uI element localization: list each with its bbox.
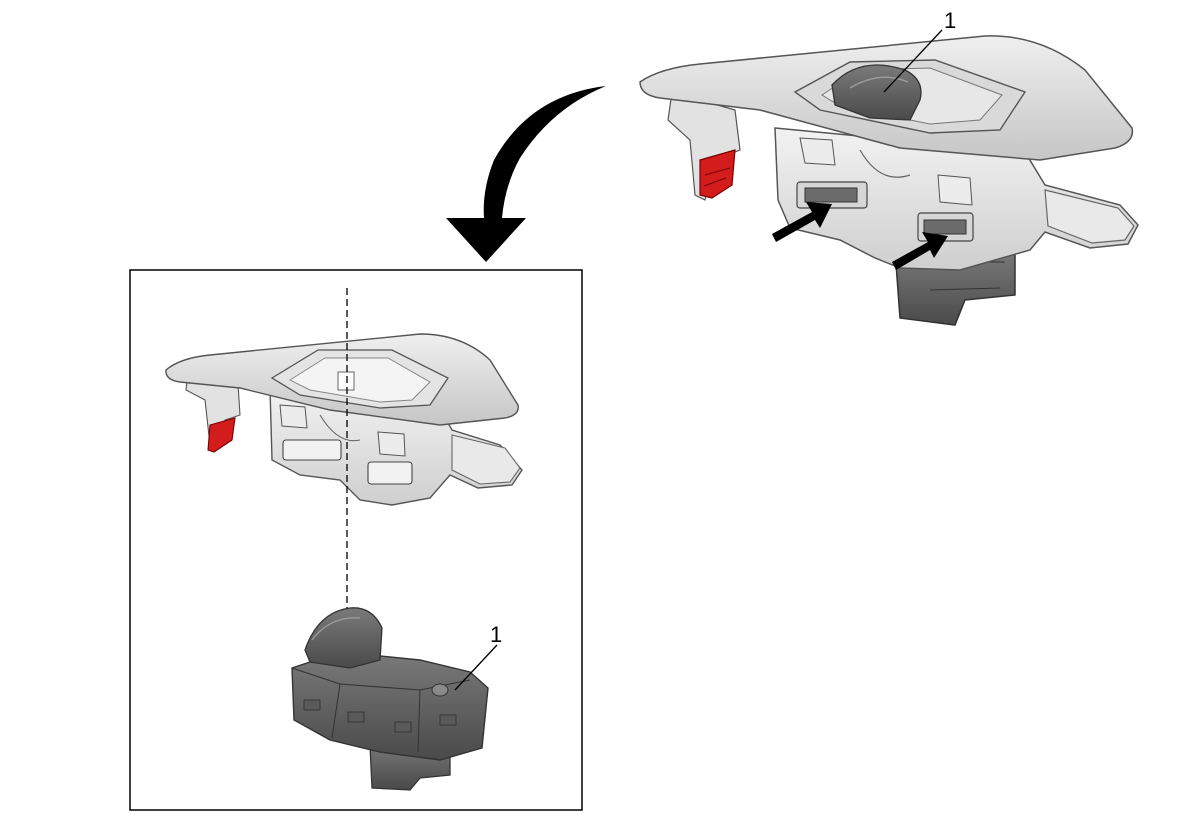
press-arrow-right-icon bbox=[892, 232, 948, 270]
callout-number-top: 1 bbox=[944, 8, 956, 33]
callout-leader-top bbox=[883, 29, 943, 93]
installed-switch-assembly: 1 bbox=[639, 8, 1139, 326]
press-release-tab-arrows bbox=[772, 202, 948, 270]
removal-direction-arrow-icon bbox=[446, 86, 606, 262]
callout-leader-inset bbox=[454, 644, 498, 691]
red-retaining-clip bbox=[699, 149, 736, 199]
inset-exploded-view: 1 bbox=[165, 288, 523, 791]
inset-window-switch bbox=[291, 607, 489, 791]
inset-detail-frame bbox=[129, 269, 583, 811]
trim-lower-housing bbox=[667, 91, 1139, 271]
press-arrow-left-icon bbox=[772, 202, 832, 242]
inset-red-clip bbox=[207, 417, 236, 453]
callout-number-inset: 1 bbox=[490, 622, 502, 647]
inset-trim-bezel bbox=[165, 333, 523, 506]
